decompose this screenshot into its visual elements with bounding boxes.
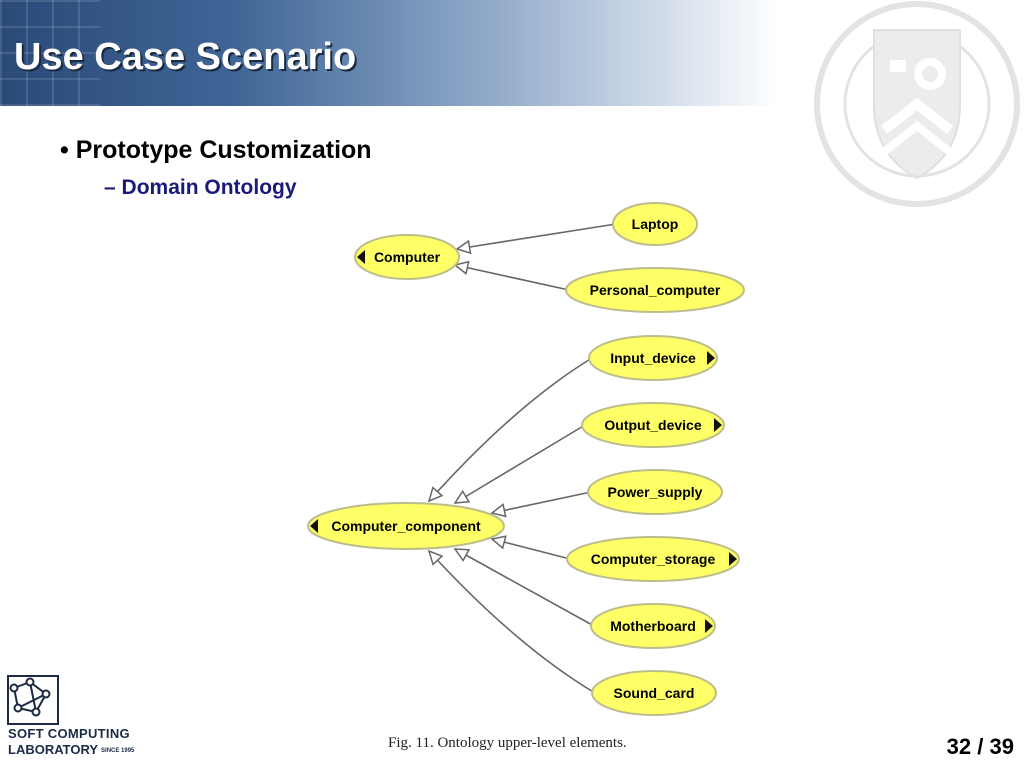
page-total: 39 [989,734,1014,759]
edge-output_device-to-computer_component [453,424,586,504]
node-label: Computer_storage [591,551,716,567]
expand-left-icon[interactable] [310,519,318,533]
sub-bullet-marker: – [104,176,116,199]
node-label: Input_device [610,350,696,366]
node-computer[interactable]: Computer [354,234,460,280]
bullet-marker: • [60,136,69,164]
expand-right-icon[interactable] [707,351,715,365]
node-label: Power_supply [608,484,703,500]
lab-name-line1: SOFT COMPUTING [8,726,130,741]
node-label: Output_device [604,417,701,433]
edge-input_device-to-computer_component [427,357,593,503]
node-input-device[interactable]: Input_device [588,335,718,381]
bullet-text: Prototype Customization [75,136,372,164]
slide-title: Use Case Scenario [14,36,357,78]
edge-computer_storage-to-computer_component [490,535,571,560]
node-label: Sound_card [614,685,695,701]
university-seal-watermark [814,1,1020,207]
edge-personal_computer-to-computer [453,260,570,291]
lab-logo-icon [7,675,59,725]
edge-motherboard-to-computer_component [453,548,595,627]
node-power-supply[interactable]: Power_supply [587,469,723,515]
page-separator: / [977,734,984,759]
sub-bullet-item: – Domain Ontology [104,176,297,200]
node-laptop[interactable]: Laptop [612,202,698,246]
node-motherboard[interactable]: Motherboard [590,603,716,649]
expand-right-icon[interactable] [714,418,722,432]
banner-grid-pattern [0,0,100,106]
node-sound-card[interactable]: Sound_card [591,670,717,716]
node-computer-component[interactable]: Computer_component [307,502,505,550]
edge-sound_card-to-computer_component [427,549,596,694]
title-banner: Use Case Scenario [0,0,780,106]
node-personal-computer[interactable]: Personal_computer [565,267,745,313]
node-label: Personal_computer [590,282,721,298]
ontology-diagram: Computer LaptopPersonal_computerInput_dev… [307,202,745,716]
node-label: Motherboard [610,618,696,634]
page-current: 32 [946,734,972,759]
bullet-item: • Prototype Customization [60,136,372,165]
expand-right-icon[interactable] [705,619,713,633]
node-output-device[interactable]: Output_device [581,402,725,448]
node-label: Laptop [632,216,679,232]
figure-caption: Fig. 11. Ontology upper-level elements. [388,735,627,751]
node-label: Computer_component [331,518,481,534]
edge-laptop-to-computer [455,223,617,255]
edge-power_supply-to-computer_component [490,491,592,518]
expand-left-icon[interactable] [357,250,365,264]
node-computer-storage[interactable]: Computer_storage [566,536,740,582]
node-label: Computer [374,249,441,265]
sub-bullet-text: Domain Ontology [121,176,297,199]
expand-right-icon[interactable] [729,552,737,566]
lab-since-text: SINCE 1995 [101,747,135,754]
lab-name-text: LABORATORY [8,742,99,757]
page-number: 32 / 39 [947,734,1014,760]
